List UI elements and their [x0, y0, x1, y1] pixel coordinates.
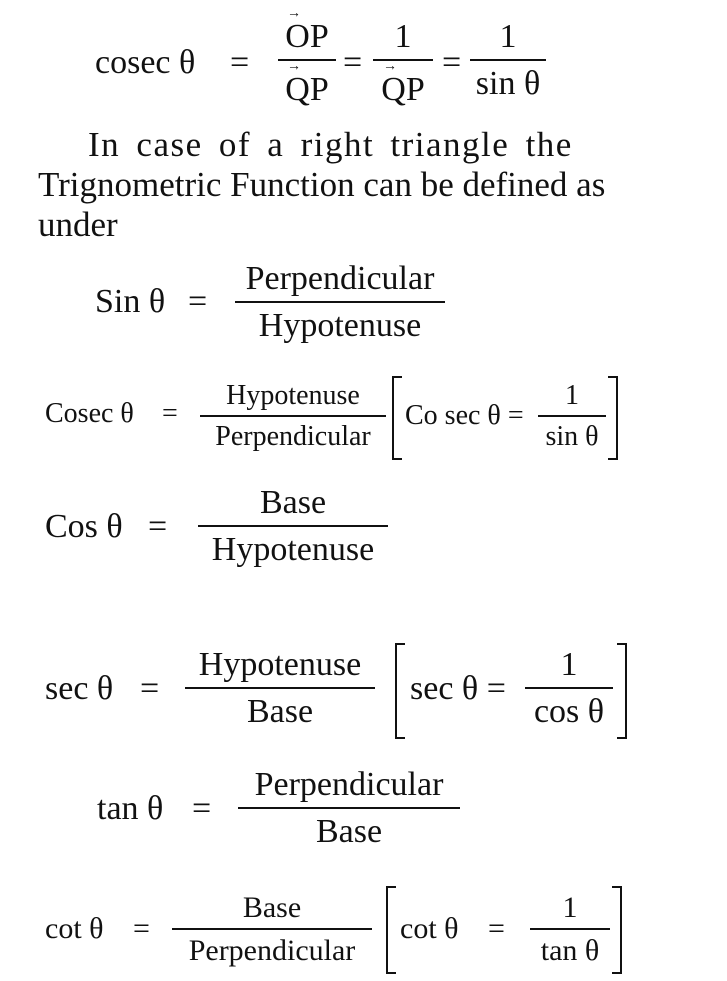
note-lhs: cot θ — [400, 912, 459, 945]
paragraph-line: In case of a right triangle the — [88, 125, 573, 164]
denominator: QP — [285, 71, 329, 108]
fraction: 1 sin θ — [470, 20, 546, 101]
numerator: 1 — [560, 646, 578, 683]
vector-arrow-icon: → — [287, 8, 301, 20]
denominator: Hypotenuse — [258, 307, 422, 344]
fraction-bar — [373, 59, 433, 61]
fraction: 1 tan θ — [530, 893, 610, 966]
denominator: Perpendicular — [188, 934, 356, 967]
fraction-bar — [185, 687, 375, 689]
fraction-bar — [470, 59, 546, 61]
denominator: QP — [381, 71, 425, 108]
equals-sign: = — [162, 398, 178, 429]
denominator: Base — [315, 813, 383, 850]
fraction-bar — [525, 687, 613, 689]
formula-lhs: sec θ — [45, 670, 114, 707]
fraction: 1 → QP — [373, 20, 433, 107]
fraction-bar — [530, 928, 610, 930]
numerator: Hypotenuse — [198, 646, 362, 683]
formula-lhs: cosec θ — [95, 44, 196, 81]
formula-lhs: Cos θ — [45, 508, 123, 545]
denominator: sin θ — [545, 421, 599, 452]
paragraph-line: Trignometric Function can be defined as — [38, 165, 606, 204]
fraction: Hypotenuse Base — [185, 648, 375, 729]
equals-sign: = — [192, 790, 212, 827]
equals-sign: = — [442, 44, 462, 81]
fraction-bar — [235, 301, 445, 303]
fraction: Perpendicular Base — [238, 768, 460, 849]
left-bracket — [386, 886, 396, 974]
equals-sign: = — [230, 44, 250, 81]
paragraph-line: under — [38, 205, 118, 244]
vector-arrow-icon: → — [383, 61, 397, 73]
denominator: Perpendicular — [215, 421, 371, 452]
fraction: 1 sin θ — [538, 382, 606, 451]
denominator: Hypotenuse — [211, 531, 375, 568]
formula-lhs: Cosec θ — [45, 398, 134, 429]
numerator: 1 — [499, 18, 517, 55]
denominator: sin θ — [475, 65, 541, 102]
numerator: 1 — [562, 891, 578, 924]
denominator: Base — [246, 693, 314, 730]
left-bracket — [392, 376, 402, 460]
fraction-bar — [238, 807, 460, 809]
equals-sign: = — [140, 670, 160, 707]
right-bracket — [617, 643, 627, 739]
denominator: cos θ — [533, 693, 605, 730]
numerator: Base — [242, 891, 302, 924]
fraction-bar — [278, 59, 336, 61]
equals-sign: = — [188, 283, 208, 320]
fraction: Perpendicular Hypotenuse — [235, 262, 445, 343]
numerator: Perpendicular — [245, 260, 435, 297]
fraction-bar — [172, 928, 372, 930]
equals-sign: = — [343, 44, 363, 81]
right-bracket — [608, 376, 618, 460]
fraction: 1 cos θ — [525, 648, 613, 729]
formula-lhs: cot θ — [45, 912, 104, 945]
vector-arrow-icon: → — [287, 61, 301, 73]
fraction-bar — [200, 415, 386, 417]
equals-sign: = — [488, 912, 505, 945]
fraction-bar — [538, 415, 606, 417]
left-bracket — [395, 643, 405, 739]
equals-sign: = — [133, 912, 150, 945]
formula-lhs: Sin θ — [95, 283, 166, 320]
fraction: → OP → QP — [278, 8, 336, 107]
numerator: Hypotenuse — [226, 380, 360, 411]
formula-lhs: tan θ — [97, 790, 164, 827]
fraction: Base Perpendicular — [172, 893, 372, 966]
equals-sign: = — [148, 508, 168, 545]
denominator: tan θ — [540, 934, 600, 967]
numerator: Base — [259, 484, 327, 521]
numerator: 1 — [565, 380, 579, 411]
numerator: Perpendicular — [254, 766, 444, 803]
right-bracket — [612, 886, 622, 974]
numerator: 1 — [394, 18, 412, 55]
fraction: Hypotenuse Perpendicular — [200, 382, 386, 451]
note-lhs: sec θ = — [410, 670, 506, 707]
numerator: OP — [285, 18, 329, 55]
fraction: Base Hypotenuse — [198, 486, 388, 567]
note-lhs: Co sec θ = — [405, 400, 524, 431]
fraction-bar — [198, 525, 388, 527]
intro-paragraph: In case of a right triangle the Trignome… — [38, 125, 698, 245]
